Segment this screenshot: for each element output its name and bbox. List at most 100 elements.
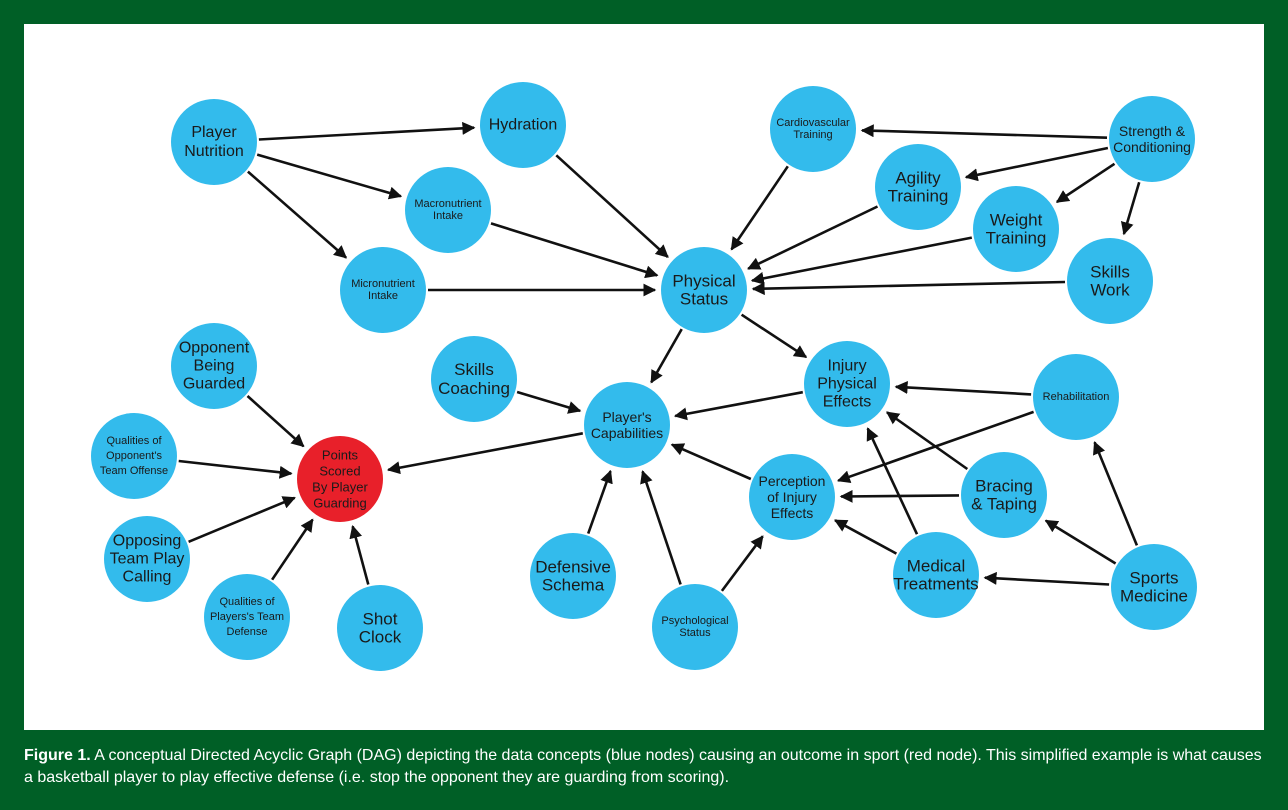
node-label-bracing-taping: Bracing [975, 477, 1033, 496]
node-label-points-scored: Guarding [313, 496, 366, 511]
node-label-macronutrient-intake: Intake [433, 210, 463, 222]
node-label-sports-medicine: Medicine [1120, 587, 1188, 606]
node-label-perception-injury-effects: Perception [759, 473, 826, 489]
edge-physical-status-to-injury-physical-effects [740, 313, 808, 359]
node-label-opposing-team-play-calling: Calling [123, 569, 172, 586]
edge-player-nutrition-to-hydration [258, 121, 476, 141]
node-label-shot-clock: Shot [363, 610, 398, 629]
node-circle-skills-coaching [431, 336, 517, 422]
edge-cardiovascular-training-to-physical-status [730, 165, 789, 251]
node-label-weight-training: Training [986, 229, 1047, 248]
node-circle-medical-treatments [893, 532, 979, 618]
edge-player-nutrition-to-micronutrient-intake [247, 170, 348, 259]
edge-rehabilitation-to-injury-physical-effects [894, 380, 1032, 396]
edge-shot-clock-to-points-scored [349, 525, 370, 585]
edge-qualities-opponent-offense-to-points-scored [178, 459, 293, 479]
node-label-perception-injury-effects: of Injury [767, 489, 817, 505]
node-label-bracing-taping: & Taping [971, 495, 1037, 514]
node-label-rehabilitation: Rehabilitation [1043, 391, 1110, 403]
node-label-cardiovascular-training: Training [793, 129, 832, 141]
node-circle-bracing-taping [961, 452, 1047, 538]
edge-perception-injury-effects-to-players-capabilities [670, 443, 752, 481]
node-circle-players-capabilities [584, 382, 670, 468]
edge-sports-medicine-to-rehabilitation [1093, 441, 1139, 546]
node-label-qualities-players-defense: Qualities of [219, 596, 275, 608]
node-label-cardiovascular-training: Cardiovascular [776, 117, 850, 129]
edge-medical-treatments-to-perception-injury-effects [833, 519, 898, 555]
edge-hydration-to-physical-status [555, 154, 669, 258]
node-circle-opposing-team-play-calling [104, 516, 190, 602]
node-label-medical-treatments: Treatments [893, 575, 978, 594]
edge-macronutrient-intake-to-physical-status [490, 222, 659, 279]
edge-qualities-players-defense-to-points-scored [271, 518, 314, 581]
edge-physical-status-to-players-capabilities [650, 328, 683, 384]
node-label-injury-physical-effects: Physical [817, 376, 877, 393]
dag-diagram: PlayerNutritionHydrationMacronutrientInt… [91, 82, 1197, 671]
node-label-defensive-schema: Defensive [535, 558, 611, 577]
node-circle-skills-work [1067, 238, 1153, 324]
edge-strength-conditioning-to-skills-work [1120, 181, 1141, 236]
node-circle-hydration [480, 82, 566, 168]
node-label-skills-work: Work [1090, 281, 1130, 300]
node-circle-points-scored [297, 436, 383, 522]
node-hydration: Hydration [480, 82, 566, 168]
node-layer: PlayerNutritionHydrationMacronutrientInt… [91, 82, 1197, 671]
edge-bracing-taping-to-injury-physical-effects [885, 411, 969, 471]
node-label-qualities-players-defense: Players's Team [210, 611, 284, 623]
node-rehabilitation: Rehabilitation [1033, 354, 1119, 440]
node-label-skills-work: Skills [1090, 263, 1130, 282]
edge-medical-treatments-to-injury-physical-effects [866, 427, 919, 535]
node-circle-sports-medicine [1111, 544, 1197, 630]
node-circle-player-nutrition [171, 99, 257, 185]
node-label-weight-training: Weight [990, 211, 1043, 230]
node-label-agility-training: Agility [895, 169, 941, 188]
node-circle-qualities-opponent-offense [91, 413, 177, 499]
node-circle-macronutrient-intake [405, 167, 491, 253]
node-label-opponent-being-guarded: Guarded [183, 376, 245, 393]
edge-agility-training-to-physical-status [747, 205, 879, 270]
node-label-opposing-team-play-calling: Team Play [110, 551, 185, 568]
node-label-macronutrient-intake: Macronutrient [414, 198, 481, 210]
node-label-sports-medicine: Sports [1129, 569, 1178, 588]
edge-strength-conditioning-to-agility-training [964, 146, 1109, 182]
node-circle-weight-training [973, 186, 1059, 272]
node-circle-psychological-status [652, 584, 738, 670]
node-circle-strength-conditioning [1109, 96, 1195, 182]
node-label-physical-status: Physical [672, 272, 735, 291]
node-label-points-scored: By Player [312, 480, 368, 495]
node-label-qualities-opponent-offense: Team Offense [100, 465, 168, 477]
node-circle-micronutrient-intake [340, 247, 426, 333]
node-label-opposing-team-play-calling: Opposing [113, 533, 182, 550]
node-label-strength-conditioning: Strength & [1119, 123, 1186, 139]
node-label-points-scored: Points [322, 448, 359, 463]
node-label-opponent-being-guarded: Opponent [179, 340, 250, 357]
node-circle-qualities-players-defense [204, 574, 290, 660]
node-label-micronutrient-intake: Intake [368, 290, 398, 302]
node-label-injury-physical-effects: Effects [823, 394, 872, 411]
edge-sports-medicine-to-medical-treatments [983, 571, 1110, 586]
node-circle-physical-status [661, 247, 747, 333]
edge-weight-training-to-physical-status [750, 236, 973, 285]
node-label-points-scored: Scored [319, 464, 360, 479]
node-label-player-nutrition: Player [191, 124, 237, 141]
node-label-perception-injury-effects: Effects [771, 505, 814, 521]
edge-skills-work-to-physical-status [751, 280, 1066, 296]
node-circle-cardiovascular-training [770, 86, 856, 172]
node-circle-opponent-being-guarded [171, 323, 257, 409]
